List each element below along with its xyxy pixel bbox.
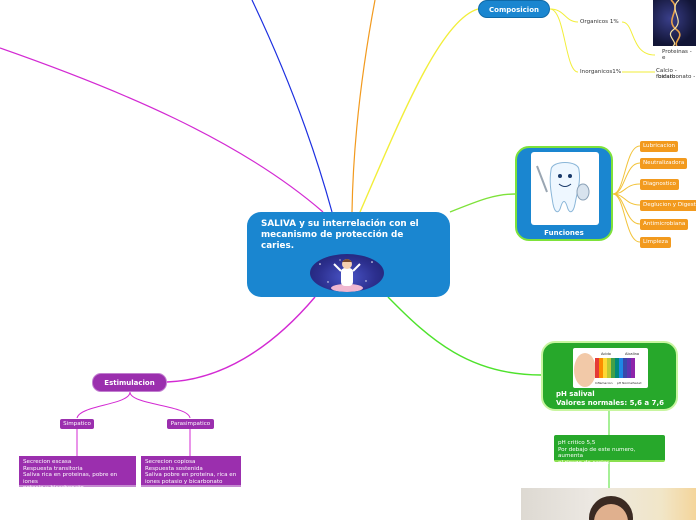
funcion-item-antimicrobiana[interactable]: Antimicrobiana [640,219,688,230]
estimulacion-node[interactable]: Estimulacion [92,373,167,392]
ph-critical-note[interactable]: pH critico 5,5 Por debajo de este numero… [554,435,665,462]
branch-line-estimulacion [167,297,315,382]
inorganicos-detail-2: bicarbonato - [658,74,695,80]
funciones-node[interactable]: Funciones [515,146,613,241]
ph-node[interactable]: Acido Alcalino Inflamacion pH Normal Sal… [541,341,678,411]
person-photo [521,488,696,520]
ph-scale-inflammation-label: Inflamacion [595,381,613,385]
funcion-item-lubricacion[interactable]: Lubricacion [640,141,678,152]
parasimpatico-line-3: Saliva pobre en proteina, rica en [145,472,237,479]
funciones-label: Funciones [517,229,611,237]
branch-line-composicion [360,9,478,212]
simpatico-line-3: Saliva rica en proteinas, pobre en iones [23,472,132,485]
ph-normal-values: Valores normales: 5,6 a 7,6 [556,399,664,407]
branch-line-ph [388,297,541,375]
tooth-image [531,152,599,225]
parasimpatico-node[interactable]: Parasimpatico [167,419,214,429]
inorganicos-label[interactable]: Inorganicos1% [580,69,621,75]
simpatico-detail[interactable]: Secrecion escasa Respuesta transitoria S… [19,456,136,487]
composicion-node[interactable]: Composicion [478,0,550,18]
branch-line-blue [252,0,332,212]
organicos-label[interactable]: Organicos 1% [580,19,619,25]
ph-scale-alkaline-label: Alcalino [625,352,639,356]
central-topic[interactable]: SALIVA y su interrelación con el mecanis… [247,212,450,297]
funcion-item-limpieza[interactable]: Limpieza [640,237,671,248]
dna-image [653,0,696,46]
parasimpatico-line-2: Respuesta sostenida [145,466,237,473]
doctor-illustration [310,254,384,292]
ph-note-line-3: el riesgo de caries. [558,460,661,467]
funcion-item-neutralizadora[interactable]: Neutralizadora [640,158,687,169]
funcion-item-diagnostico[interactable]: Diagnostico [640,179,679,190]
ph-note-line-1: pH critico 5,5 [558,440,661,447]
ph-scale-acid-label: Acido [601,352,611,356]
ph-scale-image: Acido Alcalino Inflamacion pH Normal Sal… [573,348,648,388]
simpatico-node[interactable]: Simpatico [60,419,94,429]
parasimpatico-line-4: iones potasio y bicarbonato [145,479,237,486]
central-topic-title: SALIVA y su interrelación con el mecanis… [261,219,437,252]
ph-scale-health-label: Salud [633,381,641,385]
ph-scale-normal-label: pH Normal [617,381,633,385]
ph-title: pH salival [556,390,595,398]
parasimpatico-detail[interactable]: Secrecion copiosa Respuesta sostenida Sa… [141,456,241,487]
branch-line-orange [352,0,375,212]
branch-line-funciones [450,194,515,212]
simpatico-line-1: Secrecion escasa [23,459,132,466]
simpatico-line-2: Respuesta transitoria [23,466,132,473]
ph-note-line-2: Por debajo de este numero, aumenta [558,447,661,460]
branch-line-magenta [0,48,323,212]
funcion-item-deglucion[interactable]: Deglucion y Digesti [640,200,696,211]
simpatico-line-4: potasio y bicarbonato [23,485,132,492]
proteinas-label[interactable]: Proteinas - e [662,49,696,61]
parasimpatico-line-1: Secrecion copiosa [145,459,237,466]
